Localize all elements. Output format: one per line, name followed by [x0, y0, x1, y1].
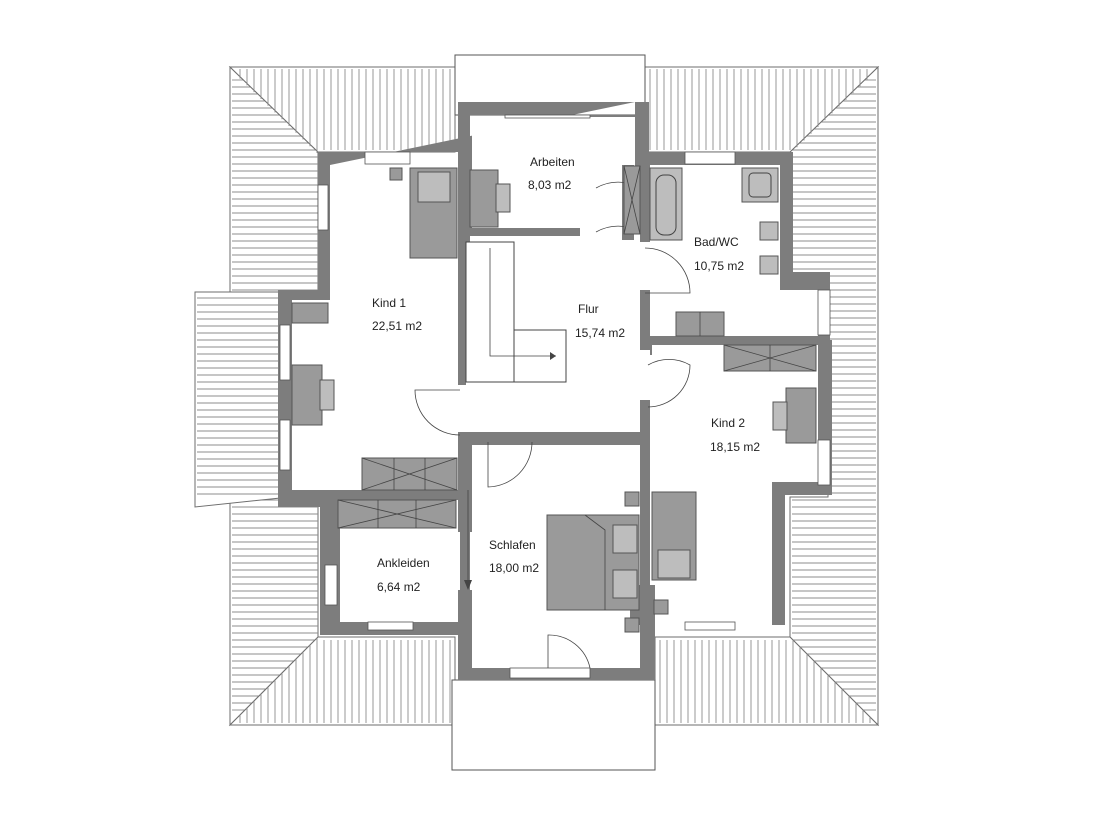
- room-label-kind2: Kind 2: [711, 416, 745, 430]
- roof-right: [789, 65, 879, 727]
- furniture: [291, 165, 817, 633]
- room-area-kind2: 18,15 m2: [710, 440, 760, 454]
- roof-top-left: [228, 66, 456, 154]
- room-area-arbeiten: 8,03 m2: [528, 178, 572, 192]
- room-area-bad-wc: 10,75 m2: [694, 259, 744, 273]
- room-label-kind1: Kind 1: [372, 296, 406, 310]
- roof-bottom-right: [654, 636, 880, 726]
- room-area-ankleiden: 6,64 m2: [377, 580, 421, 594]
- roof-bottom-left: [228, 636, 456, 726]
- dormer-bottom: [451, 679, 656, 771]
- roof-top-right: [644, 66, 880, 153]
- room-label-schlafen: Schlafen: [489, 538, 536, 552]
- room-label-ankleiden: Ankleiden: [377, 556, 430, 570]
- room-labels: Arbeiten 8,03 m2 Bad/WC 10,75 m2 Kind 1 …: [372, 155, 760, 594]
- windows: [279, 114, 831, 679]
- room-label-arbeiten: Arbeiten: [530, 155, 575, 169]
- room-area-kind1: 22,51 m2: [372, 319, 422, 333]
- dormer-left: [194, 291, 291, 508]
- inner-walls: [280, 102, 830, 680]
- staircase: [465, 241, 567, 383]
- room-area-schlafen: 18,00 m2: [489, 561, 539, 575]
- room-label-bad-wc: Bad/WC: [694, 235, 739, 249]
- room-label-flur: Flur: [578, 302, 599, 316]
- room-area-flur: 15,74 m2: [575, 326, 625, 340]
